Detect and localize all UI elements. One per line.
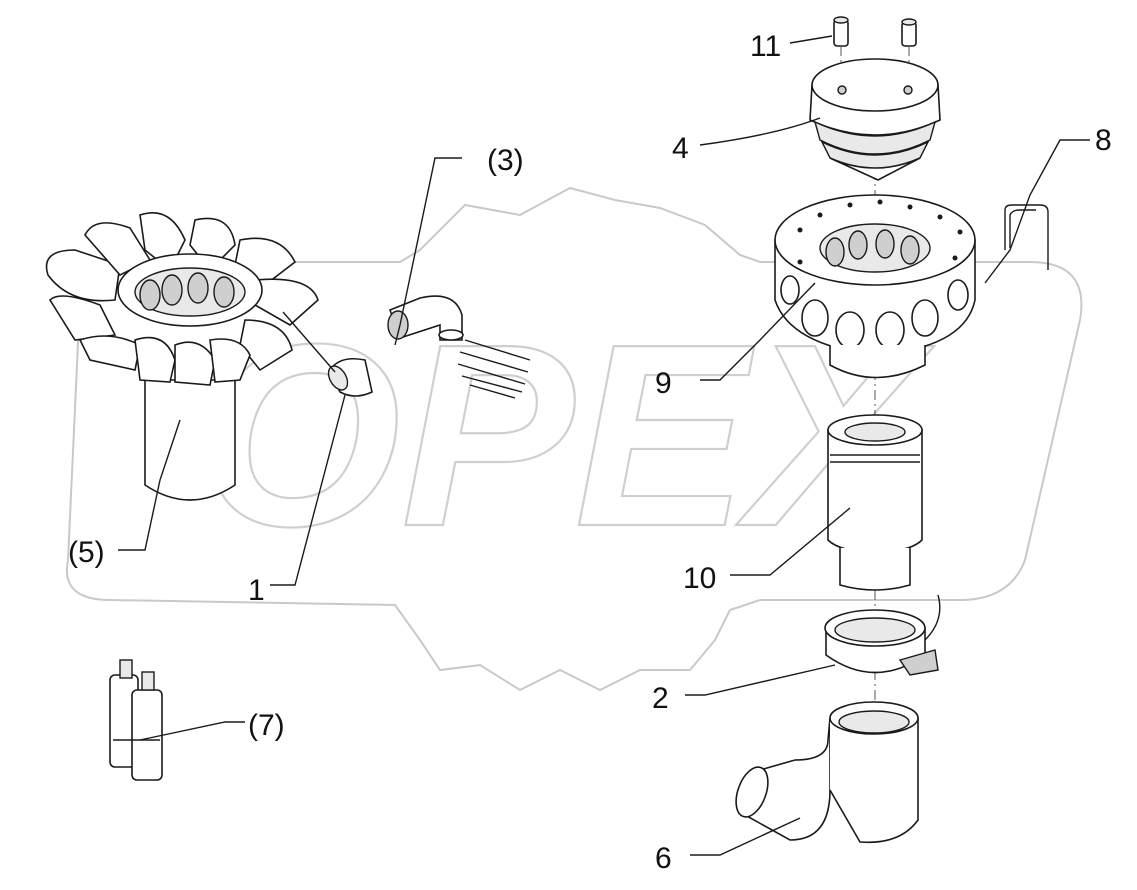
cylinders-part-7 — [109, 659, 163, 781]
manifold-bottom-spigot — [829, 345, 926, 379]
manifold-part-9 — [774, 194, 976, 379]
callout-3: (3) — [487, 144, 524, 177]
callout-2: 2 — [652, 682, 669, 715]
callout-6: 6 — [655, 842, 672, 875]
clip-part-8 — [1004, 204, 1049, 270]
plug-part-1 — [282, 311, 373, 397]
callout-1: 1 — [248, 574, 265, 607]
watermark-gear-outline — [65, 186, 1083, 692]
callout-9: 9 — [655, 367, 672, 400]
fitting-part-3 — [387, 295, 464, 341]
clamp-part-2 — [824, 594, 941, 676]
cap-part-4 — [809, 58, 941, 181]
callout-5: (5) — [68, 536, 105, 569]
callout-4: 4 — [672, 132, 689, 165]
spring — [457, 339, 531, 399]
cap-top — [811, 58, 939, 112]
leader-lines — [118, 35, 1090, 856]
pin-left — [833, 19, 849, 47]
tube-part-10 — [827, 414, 923, 591]
distributor-part-5 — [45, 212, 319, 501]
callout-labels: 11 4 8 (3) 9 (5) 1 10 2 (7) 6 — [68, 30, 1112, 875]
callout-11: 11 — [750, 30, 781, 63]
elbow-part-6 — [735, 701, 919, 844]
callout-10: 10 — [683, 562, 716, 595]
distributor-body — [144, 379, 236, 501]
callout-7: (7) — [248, 709, 285, 742]
callout-8: 8 — [1095, 124, 1112, 157]
